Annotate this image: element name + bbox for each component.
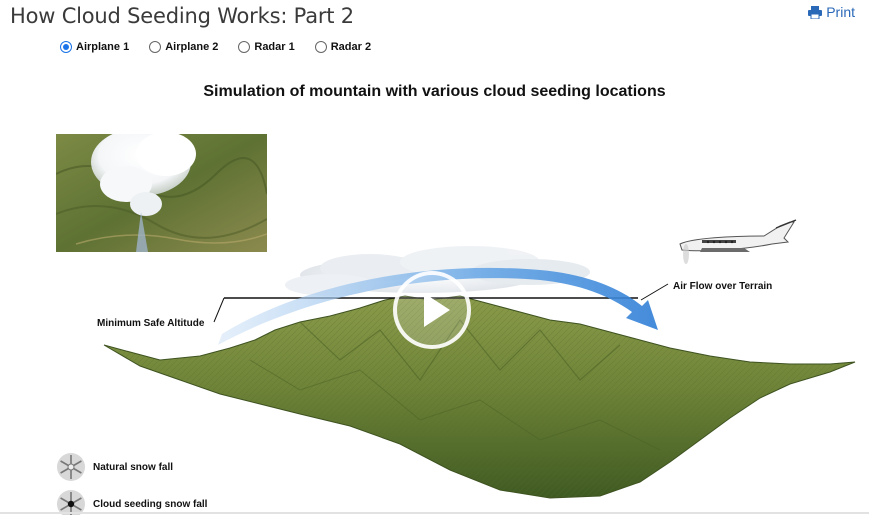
legend-natural-snow: Natural snow fall [56,452,173,482]
radio-airplane-2[interactable]: Airplane 2 [149,41,218,53]
radio-button[interactable] [314,41,327,53]
legend-label: Natural snow fall [93,461,174,473]
divider [0,512,869,514]
radio-button[interactable] [60,41,72,53]
play-icon [424,293,450,327]
air-flow-label: Air Flow over Terrain [673,281,773,292]
scenario-radio-group: Airplane 1 Airplane 2 Radar 1 Radar 2 [60,41,371,53]
radio-radar-1[interactable]: Radar 1 [238,41,295,53]
print-button[interactable]: Print [808,4,855,20]
legend-seeded-snow: Cloud seeding snow fall [56,489,207,515]
radio-radar-2[interactable]: Radar 2 [314,41,372,53]
radio-label: Airplane 2 [165,41,219,53]
radio-airplane-1[interactable]: Airplane 1 [60,41,129,53]
printer-icon [808,5,823,19]
print-label: Print [826,4,855,20]
legend-label: Cloud seeding snow fall [93,498,208,510]
air-flow-arrow [218,267,658,345]
radio-label: Airplane 1 [76,41,130,53]
radio-label: Radar 1 [254,41,295,53]
min-safe-altitude-label: Minimum Safe Altitude [97,318,205,329]
play-button[interactable] [393,271,471,349]
radio-button[interactable] [149,41,162,53]
radio-label: Radar 2 [330,41,372,53]
page-title: How Cloud Seeding Works: Part 2 [10,4,354,28]
snowflake-icon [57,453,85,481]
radio-button[interactable] [238,41,251,53]
simulation-title: Simulation of mountain with various clou… [203,83,666,100]
aerial-inset-photo [56,134,267,252]
airplane-icon [679,219,797,264]
